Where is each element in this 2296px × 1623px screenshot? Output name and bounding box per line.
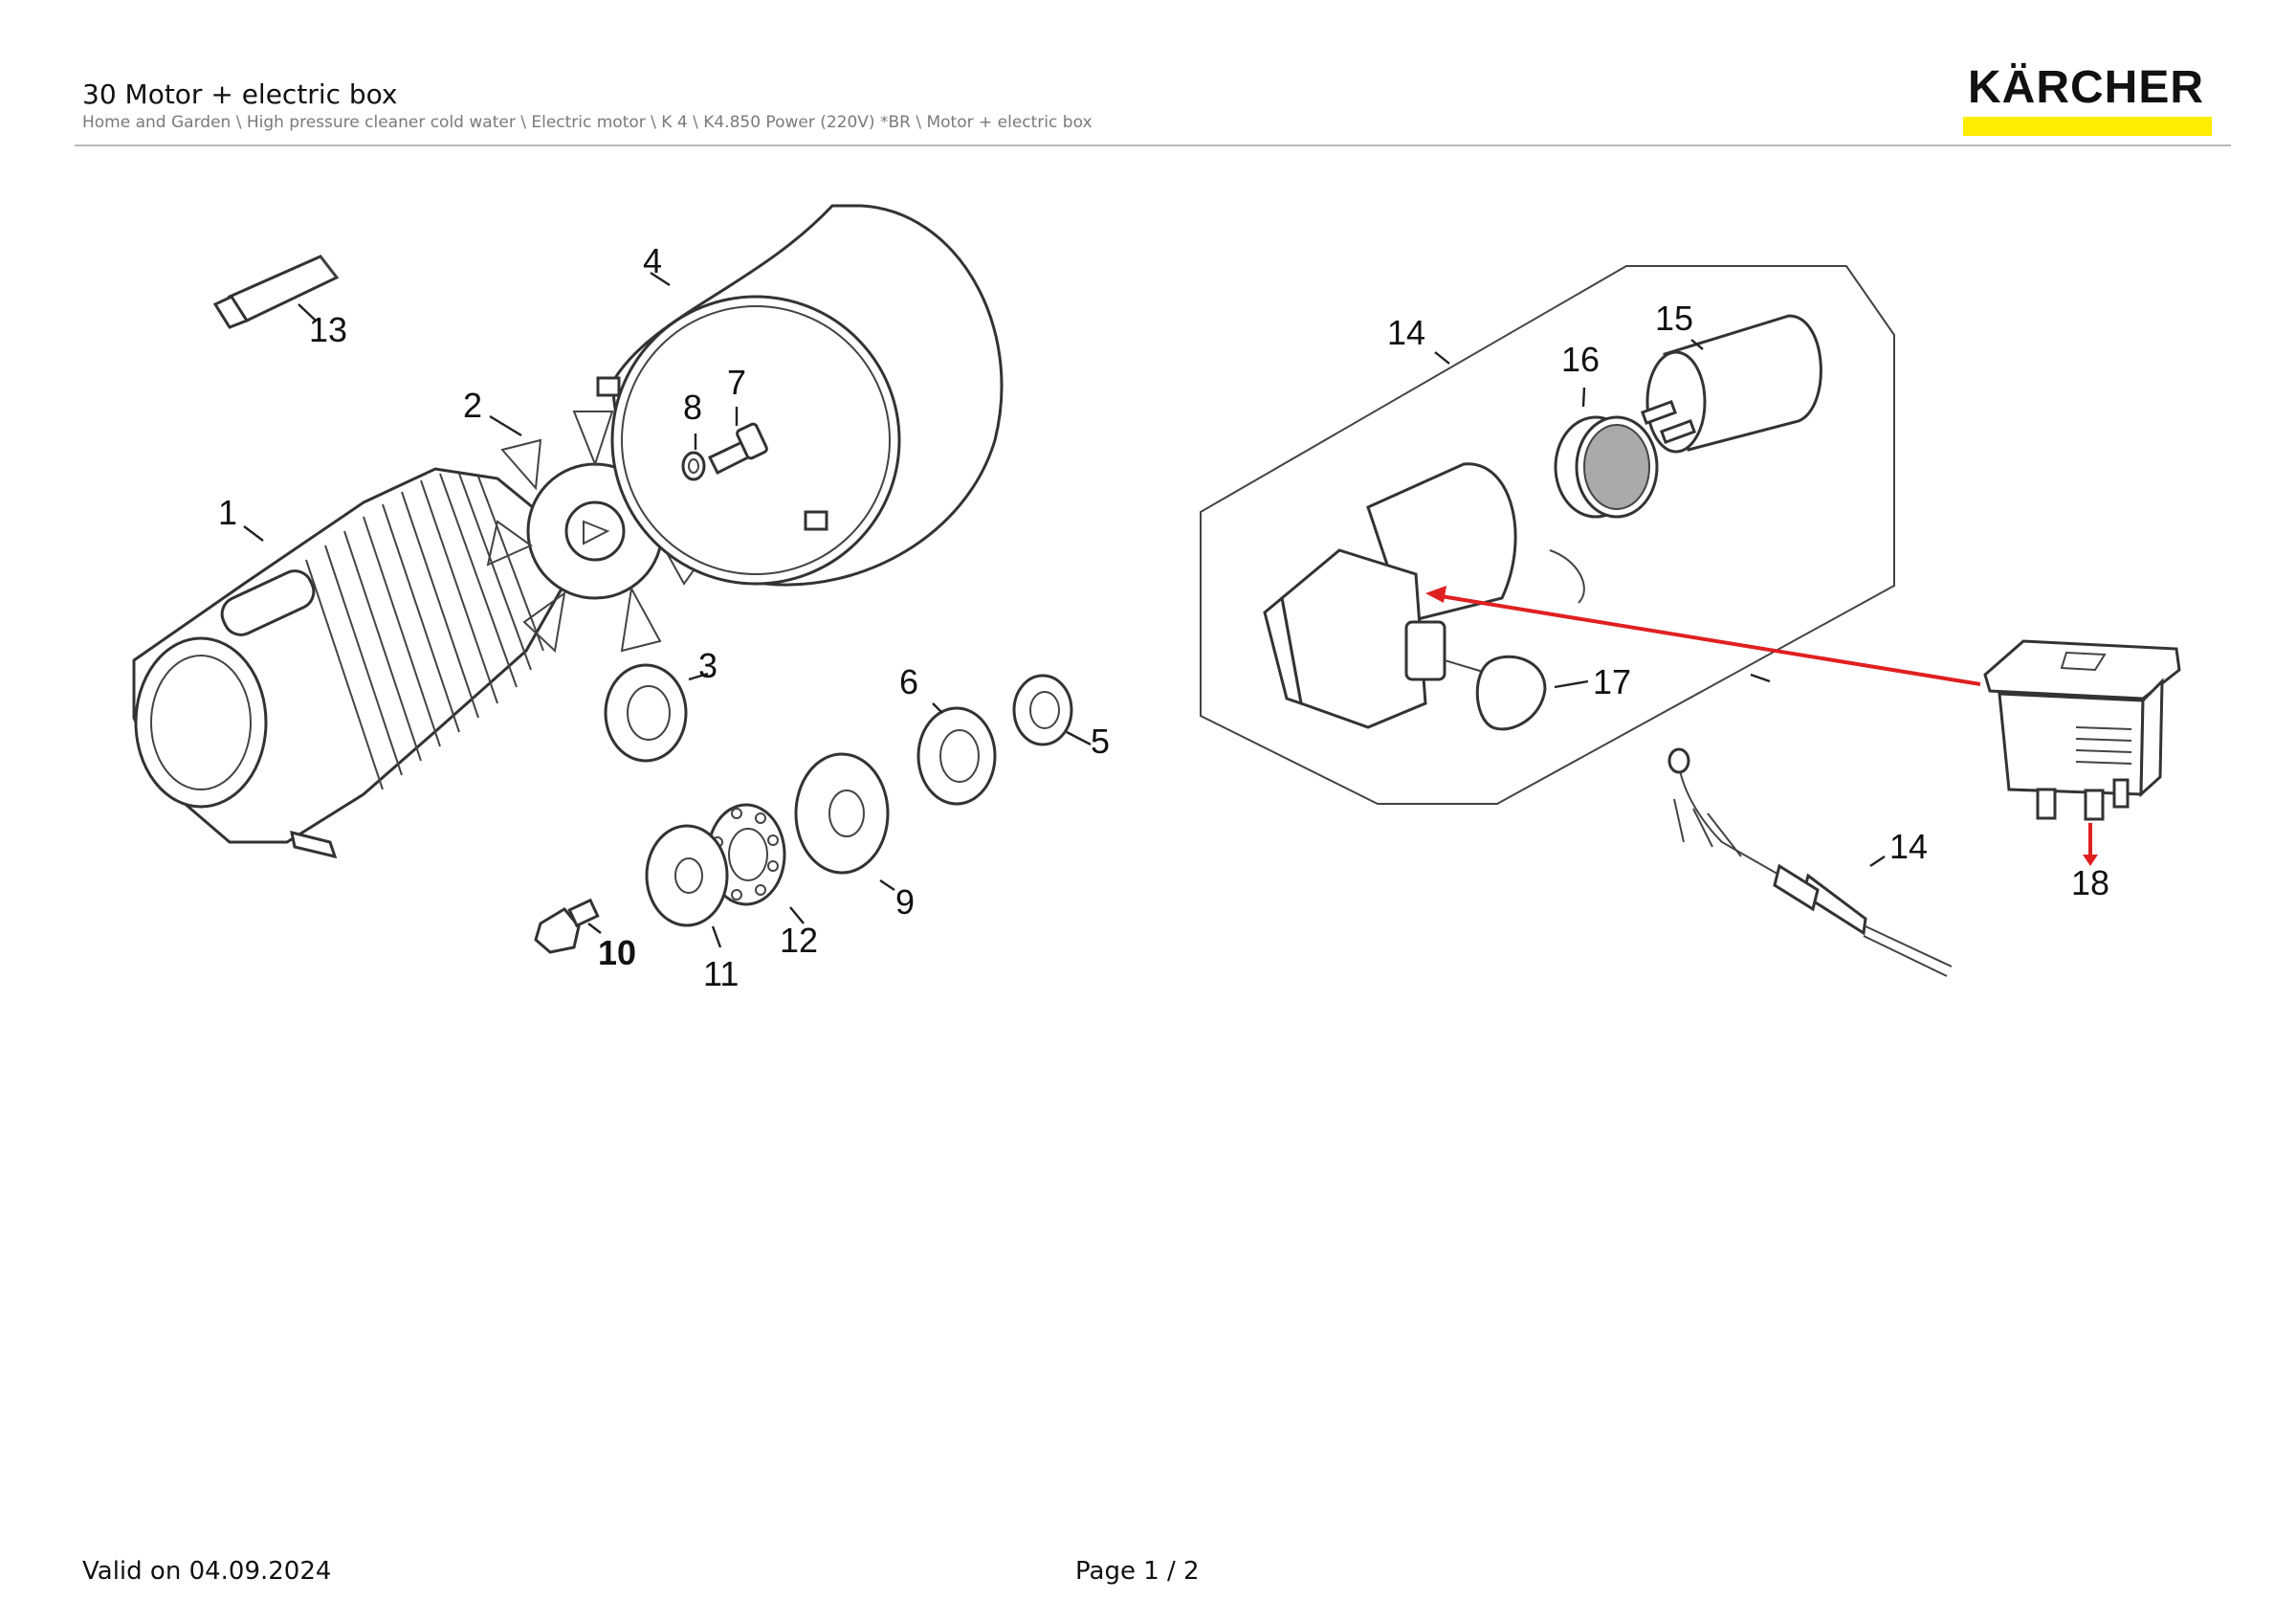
callout-labels: 1 2 3 4 5 6 7 8 9 10 11 12 13 14 15 16 1…	[218, 241, 2109, 993]
part-14-electric-box	[1263, 462, 1585, 729]
callout-11: 11	[703, 954, 739, 993]
part-6-bearing	[916, 706, 997, 806]
logo-yellow-bar	[1963, 117, 2212, 136]
callout-3: 3	[698, 646, 718, 685]
leader-lines-right	[1434, 339, 1886, 867]
callout-12: 12	[780, 921, 818, 960]
callout-17: 17	[1593, 662, 1631, 701]
karcher-logo: KÄRCHER	[1959, 61, 2213, 136]
callout-10: 10	[598, 933, 636, 972]
part-7-screw	[707, 422, 768, 476]
part-11-washer	[645, 824, 729, 927]
electric-box-frame	[1200, 265, 1895, 805]
part-1-motor-housing	[132, 467, 566, 859]
part-5-seal	[1012, 674, 1073, 746]
part-15-capacitor	[1640, 314, 1822, 454]
part-14-power-cable	[1667, 747, 1953, 977]
callout-2: 2	[463, 386, 482, 425]
part-9-disc	[794, 752, 890, 875]
footer-page-number: Page 1 / 2	[1075, 1557, 1200, 1586]
part-3-seal-ring	[604, 663, 688, 763]
page-title: 30 Motor + electric box	[82, 78, 398, 110]
callout-16: 16	[1561, 340, 1600, 379]
header-divider	[75, 145, 2231, 146]
part-8-washer	[681, 451, 706, 481]
breadcrumb: Home and Garden \ High pressure cleaner …	[82, 113, 1093, 132]
callout-14-box: 14	[1387, 313, 1425, 352]
callout-14-cable: 14	[1889, 827, 1928, 866]
leader-lines-left	[243, 271, 1092, 948]
callout-18: 18	[2071, 863, 2109, 902]
callout-4: 4	[643, 241, 662, 280]
callout-8: 8	[683, 388, 702, 427]
callout-7: 7	[727, 363, 746, 402]
callout-15: 15	[1655, 299, 1693, 338]
part-10-nut	[534, 898, 600, 954]
part-13-grease-tube	[212, 255, 340, 329]
callout-13: 13	[309, 310, 347, 349]
logo-text: KÄRCHER	[1968, 62, 2204, 113]
part-18-rocker-switch	[1983, 639, 2181, 821]
part-16-sleeve-ring	[1554, 415, 1659, 519]
callout-5: 5	[1091, 722, 1110, 761]
footer-valid-date: Valid on 04.09.2024	[82, 1557, 332, 1586]
callout-6: 6	[899, 662, 918, 701]
part-17-knob	[1475, 655, 1547, 731]
callout-1: 1	[218, 493, 237, 532]
highlight-arrows	[1425, 586, 2098, 866]
callout-9: 9	[895, 882, 915, 922]
